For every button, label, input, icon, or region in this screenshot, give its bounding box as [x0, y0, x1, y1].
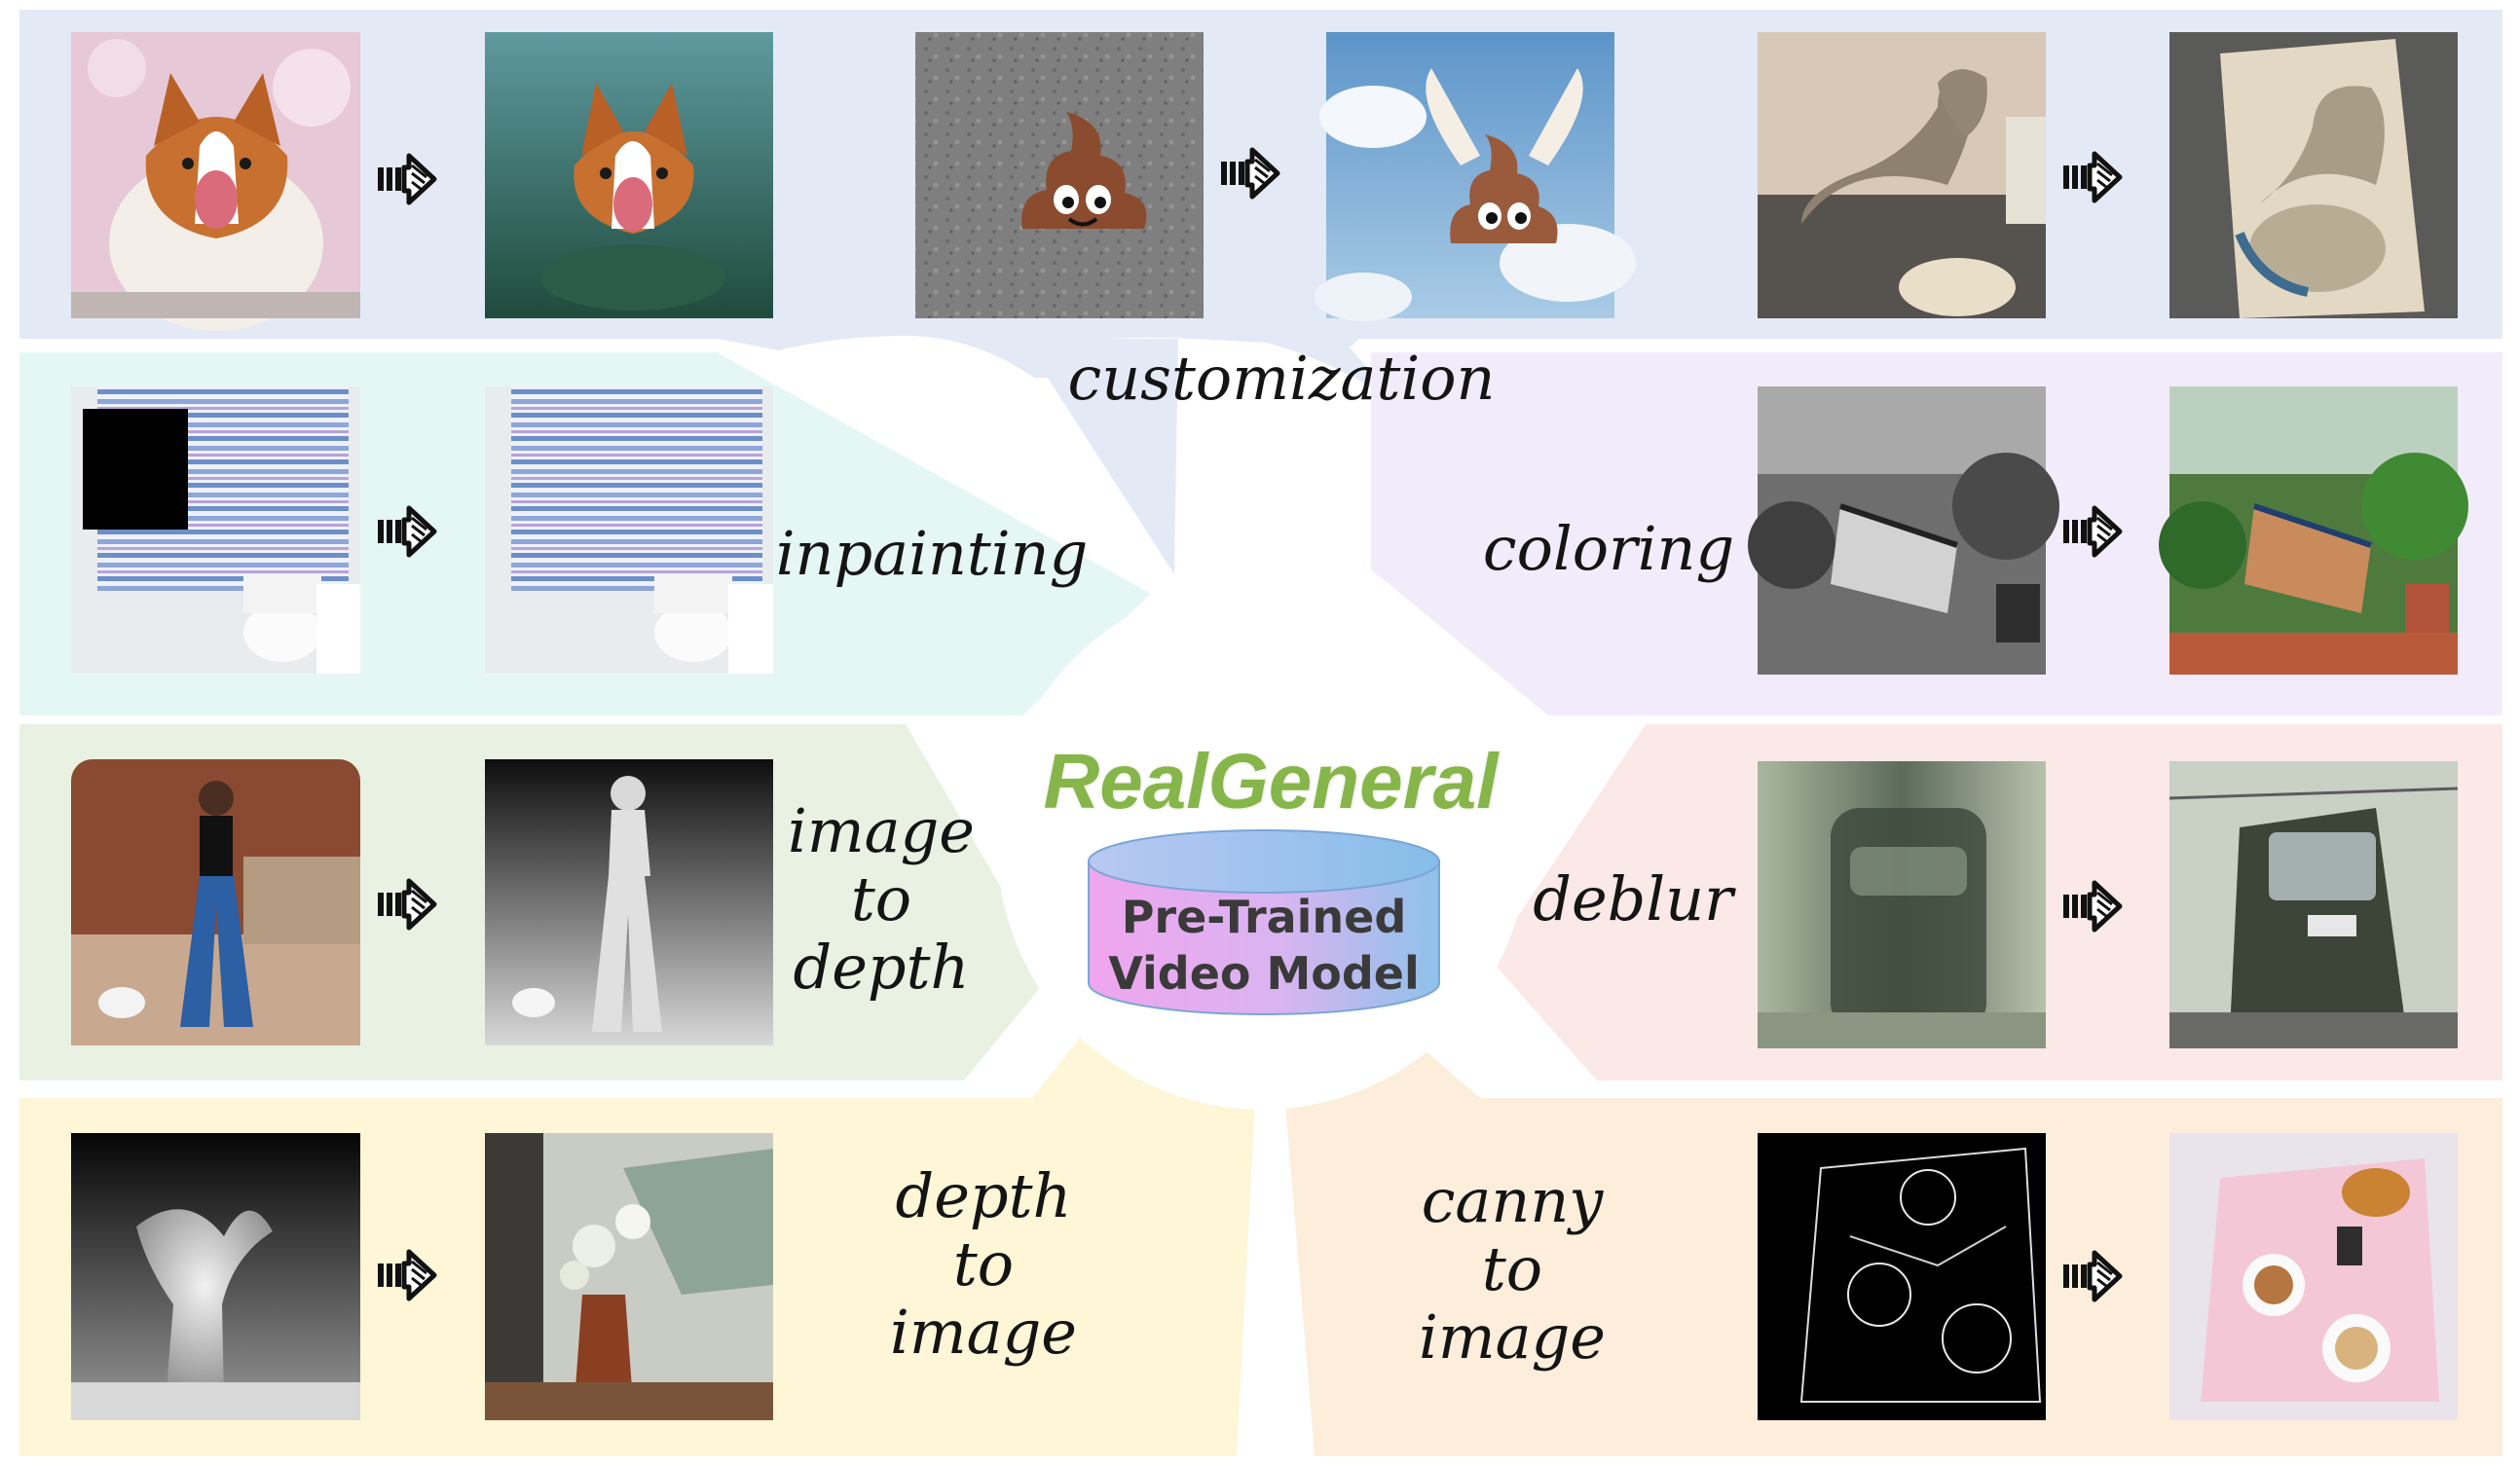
label-canny-to-image-line3: image: [1419, 1301, 1606, 1373]
image-to-depth-input: [71, 759, 360, 1045]
model-label-line1: Pre-Trained: [1122, 891, 1407, 943]
image-to-depth-output: [485, 759, 773, 1045]
label-canny-to-image-line1: canny: [1422, 1165, 1605, 1236]
label-canny-to-image-line2: to: [1482, 1233, 1542, 1304]
label-customization: customization: [1068, 343, 1496, 414]
model-label-line2: Video Model: [1108, 947, 1420, 1000]
label-deblur: deblur: [1533, 863, 1736, 934]
label-image-to-depth-line3: depth: [794, 932, 970, 1003]
label-depth-to-image-line3: image: [890, 1297, 1077, 1368]
video-model-cylinder: Pre-Trained Video Model: [1088, 829, 1440, 1015]
inpainting-masked-input: [71, 386, 360, 674]
coloring-grayscale-input: [1748, 386, 2059, 675]
coloring-output: [2159, 386, 2468, 675]
customization-poop-input: [915, 32, 1204, 318]
label-inpainting: inpainting: [776, 518, 1089, 589]
brand-title: RealGeneral: [1044, 738, 1501, 824]
label-image-to-depth-line2: to: [851, 863, 911, 934]
depth-to-image-output: [485, 1133, 773, 1420]
canny-to-image-output: [2169, 1133, 2458, 1420]
region-customization-fan: [1022, 339, 1178, 574]
customization-dog-output: [2169, 32, 2458, 318]
customization-dog-input: [1758, 32, 2046, 318]
label-coloring: coloring: [1483, 513, 1734, 584]
depth-to-image-input: [71, 1133, 360, 1420]
canny-to-image-input: [1758, 1133, 2046, 1420]
deblur-blurry-input: [1758, 761, 2046, 1048]
inpainting-output: [485, 386, 773, 674]
customization-corgi-input: [71, 32, 360, 331]
label-image-to-depth-line1: image: [788, 795, 975, 866]
customization-poop-output: [1315, 32, 1636, 321]
customization-corgi-output: [485, 32, 773, 318]
label-depth-to-image-line2: to: [953, 1228, 1014, 1300]
label-depth-to-image-line1: depth: [896, 1160, 1072, 1231]
deblur-output: [2168, 761, 2459, 1048]
